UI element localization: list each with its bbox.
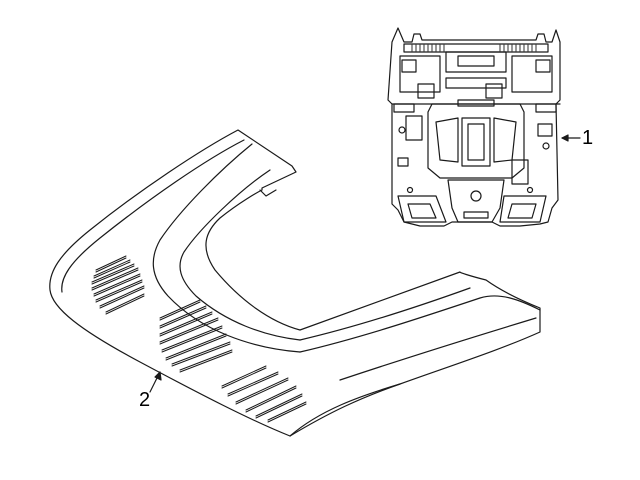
console-screw-a — [398, 126, 406, 134]
leader-2 — [149, 371, 162, 393]
console-lamp-lens — [467, 123, 485, 161]
callout-number-2: 2 — [139, 389, 151, 411]
console-screw-c — [406, 186, 414, 194]
panel-arm-ridge-d — [299, 287, 471, 341]
panel-vent-group-middle — [159, 299, 233, 373]
panel-arm-ridge-b — [179, 169, 301, 341]
console-side-box-a — [405, 115, 423, 141]
console-lower-center — [447, 179, 505, 223]
console-screw-d — [526, 186, 534, 194]
leader-1 — [561, 134, 581, 142]
console-screw-b — [542, 142, 550, 150]
console-top-vents — [411, 44, 537, 52]
panel-arm-ridge-a — [152, 143, 301, 353]
console-lower-right-inner — [507, 203, 537, 219]
console-lower-left-inner — [407, 203, 437, 219]
panel-rim — [61, 139, 245, 293]
console-lamp-clip — [457, 99, 495, 107]
console-lower-right-pod — [499, 195, 547, 223]
console-side-box-c — [511, 159, 529, 185]
overhead-console-part — [387, 27, 561, 227]
console-lamp-housing — [427, 103, 525, 179]
headliner-panel-part — [49, 129, 541, 437]
panel-outline — [49, 129, 541, 437]
console-outline — [387, 27, 561, 227]
console-side-tab-c — [397, 157, 409, 167]
console-clip-b — [535, 59, 551, 73]
console-upper-left-chamber — [399, 55, 441, 93]
console-lamp-right — [493, 117, 517, 163]
panel-vent-group-lower — [221, 365, 307, 423]
console-lamp-left — [435, 117, 459, 163]
console-lamp-center — [461, 117, 491, 167]
panel-front-line — [339, 317, 537, 381]
console-upper-right-chamber — [511, 55, 553, 93]
console-center-block — [445, 51, 507, 73]
panel-vent-group-left — [91, 255, 145, 315]
console-center-button — [470, 190, 482, 202]
console-lower-left-pod — [397, 195, 447, 223]
console-clip-a — [401, 59, 417, 73]
console-bar — [445, 77, 507, 89]
console-center-slot — [457, 55, 495, 67]
panel-arm-ridge-c — [299, 295, 541, 353]
console-side-box-b — [537, 123, 553, 137]
callout-number-1: 1 — [582, 127, 594, 149]
console-side-tab-b — [535, 103, 557, 113]
console-top-rail — [403, 43, 549, 53]
panel-front-edge — [289, 383, 401, 437]
console-tab-a — [417, 83, 435, 99]
console-tab-b — [485, 83, 503, 99]
panel-step-notch — [259, 189, 277, 197]
console-side-tab-a — [393, 103, 415, 113]
console-center-strip — [463, 211, 489, 219]
